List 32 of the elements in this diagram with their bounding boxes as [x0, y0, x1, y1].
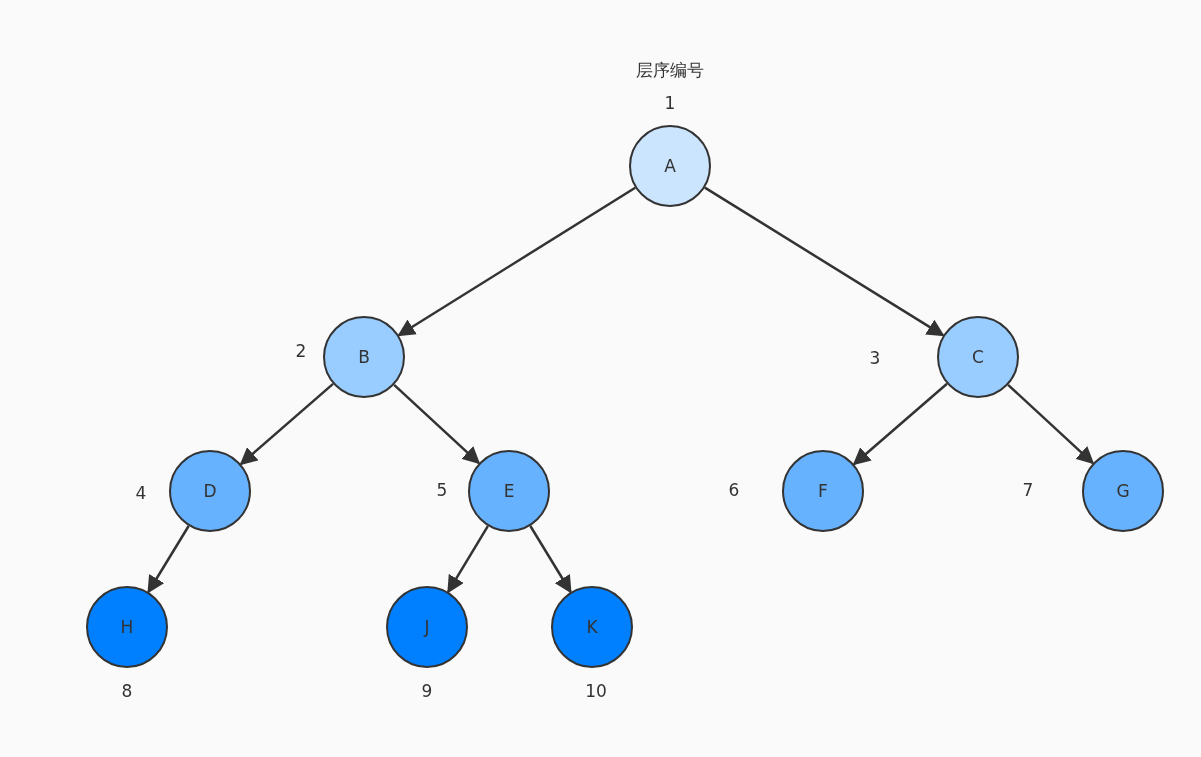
node-label: K	[586, 617, 598, 637]
node-label: J	[424, 617, 430, 637]
diagram-title: 层序编号	[636, 58, 704, 82]
arrow	[239, 382, 334, 466]
arrow	[147, 525, 190, 594]
arrow	[447, 525, 489, 594]
node-label: F	[818, 481, 828, 501]
node-label: G	[1116, 481, 1130, 501]
order-number: 2	[295, 341, 307, 361]
arrow	[393, 383, 481, 465]
tree-node-circle	[169, 450, 251, 532]
node-label: E	[503, 481, 515, 501]
tree-node-circle	[468, 450, 550, 532]
order-number: 1	[664, 93, 676, 113]
arrow	[1007, 383, 1095, 465]
order-number: 5	[436, 480, 448, 500]
order-number: 10	[585, 681, 607, 701]
arrow	[852, 382, 948, 466]
order-number: 7	[1022, 480, 1034, 500]
node-label: A	[664, 156, 676, 176]
node-label: C	[972, 347, 984, 367]
order-number: 9	[421, 681, 433, 701]
node-label: H	[120, 617, 134, 637]
order-number: 4	[135, 483, 147, 503]
order-number: 6	[728, 480, 740, 500]
arrow	[397, 186, 636, 337]
node-label: B	[358, 347, 370, 367]
arrow	[529, 525, 572, 594]
order-number: 3	[869, 348, 881, 368]
node-label: D	[203, 481, 217, 501]
order-number: 8	[121, 681, 133, 701]
arrow	[704, 186, 945, 337]
